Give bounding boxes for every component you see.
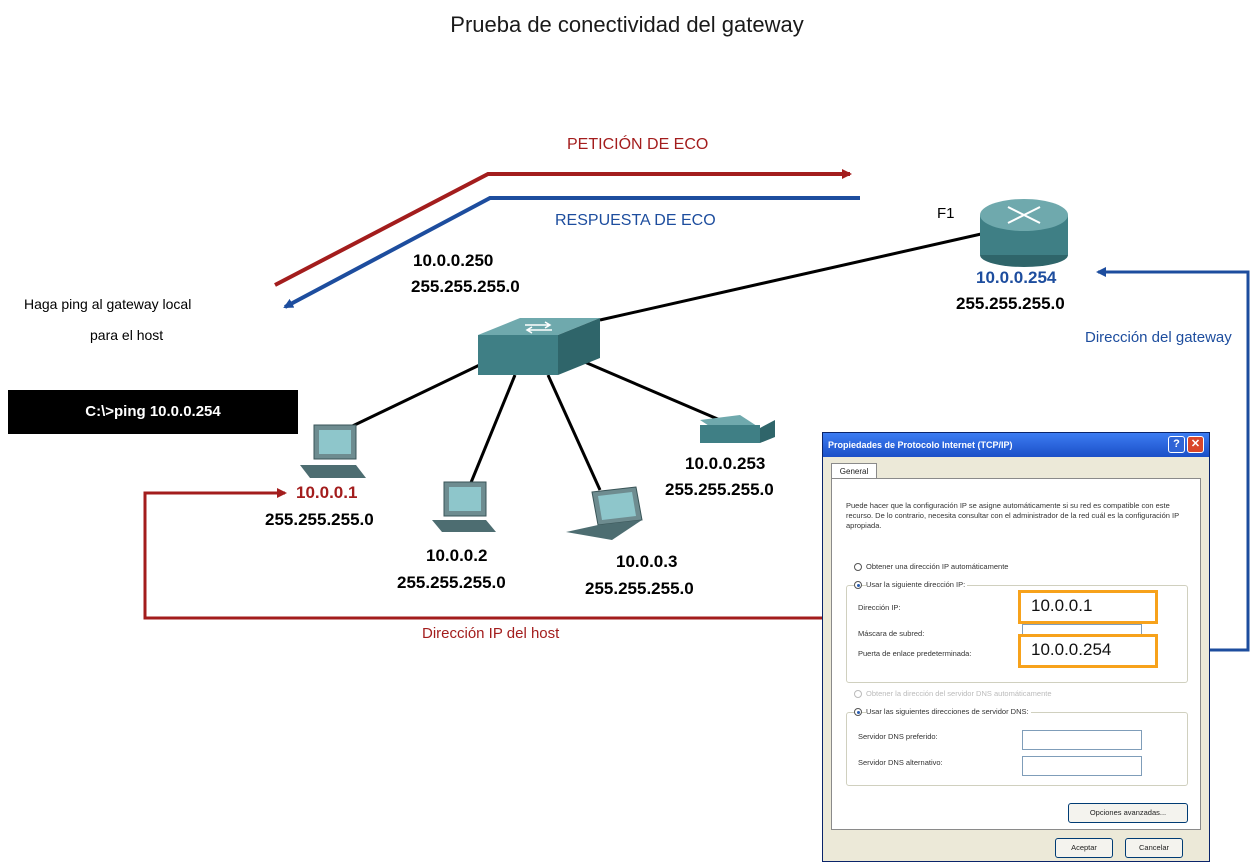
echo-request-arrow (274, 169, 852, 287)
echo-reply-arrow (283, 196, 860, 309)
pc-icon-host2 (432, 481, 496, 532)
link-switch-host2 (468, 374, 517, 486)
host2-mask: 255.255.255.0 (397, 573, 506, 592)
ip-group (846, 585, 1188, 683)
cancel-button[interactable]: Cancelar (1125, 838, 1183, 858)
host3-ip: 10.0.0.3 (616, 552, 678, 571)
close-icon[interactable]: ✕ (1187, 436, 1204, 453)
host-ip-connector (143, 488, 1020, 620)
ping-instruction-line2: para el host (90, 327, 164, 343)
dialog-description: Puede hacer que la configuración IP se a… (846, 501, 1179, 530)
link-switch-printer (579, 358, 721, 422)
link-switch-host1 (339, 358, 491, 434)
host2-ip: 10.0.0.2 (426, 546, 488, 565)
radio-auto-dns[interactable] (854, 690, 862, 698)
switch-mask: 255.255.255.0 (411, 277, 520, 296)
gateway-highlight[interactable]: 10.0.0.254 (1018, 634, 1158, 668)
switch-icon (478, 318, 600, 375)
switch-ip: 10.0.0.250 (413, 251, 494, 270)
printer-mask: 255.255.255.0 (665, 480, 774, 499)
router-port-label: F1 (937, 205, 955, 222)
dialog-title: Propiedades de Protocolo Internet (TCP/I… (823, 433, 1209, 457)
dns-preferred-field[interactable] (1022, 730, 1142, 750)
host1-ip: 10.0.0.1 (296, 483, 358, 502)
echo-request-label: PETICIÓN DE ECO (567, 136, 709, 153)
link-switch-router (599, 230, 991, 322)
ping-instruction-line1: Haga ping al gateway local (24, 296, 192, 312)
label-default-gateway: Puerta de enlace predeterminada: (858, 649, 972, 658)
ok-button[interactable]: Aceptar (1055, 838, 1113, 858)
command-prompt: C:\>ping 10.0.0.254 (8, 390, 298, 434)
printer-icon (700, 415, 775, 443)
radio-auto-ip-label: Obtener una dirección IP automáticamente (866, 562, 1009, 571)
host-ip-label: Dirección IP del host (422, 625, 560, 642)
radio-auto-dns-label: Obtener la dirección del servidor DNS au… (866, 689, 1052, 698)
printer-ip: 10.0.0.253 (685, 454, 766, 473)
label-dns-preferred: Servidor DNS preferido: (858, 732, 938, 741)
radio-manual-dns-label: Usar las siguientes direcciones de servi… (866, 707, 1031, 716)
page-title: Prueba de conectividad del gateway (450, 12, 804, 37)
router-icon (980, 199, 1068, 267)
laptop-icon-host3 (566, 486, 643, 540)
label-dns-alternate: Servidor DNS alternativo: (858, 758, 943, 767)
router-mask: 255.255.255.0 (956, 294, 1065, 313)
radio-manual-ip-label: Usar la siguiente dirección IP: (866, 580, 968, 589)
ip-address-highlight[interactable]: 10.0.0.1 (1018, 590, 1158, 624)
tab-general[interactable]: General (831, 463, 877, 479)
gateway-address-label: Dirección del gateway (1085, 329, 1232, 346)
label-ip-address: Dirección IP: (858, 603, 901, 612)
dns-alternate-field[interactable] (1022, 756, 1142, 776)
radio-manual-dns[interactable] (854, 708, 862, 716)
echo-reply-label: RESPUESTA DE ECO (555, 212, 716, 229)
router-ip: 10.0.0.254 (976, 268, 1057, 287)
advanced-options-button[interactable]: Opciones avanzadas... (1068, 803, 1188, 823)
help-icon[interactable]: ? (1168, 436, 1185, 453)
pc-icon-host1 (300, 424, 366, 478)
radio-manual-ip[interactable] (854, 581, 862, 589)
host3-mask: 255.255.255.0 (585, 579, 694, 598)
label-subnet-mask: Máscara de subred: (858, 629, 925, 638)
link-switch-host3 (546, 374, 602, 491)
radio-auto-ip[interactable] (854, 563, 862, 571)
host1-mask: 255.255.255.0 (265, 510, 374, 529)
